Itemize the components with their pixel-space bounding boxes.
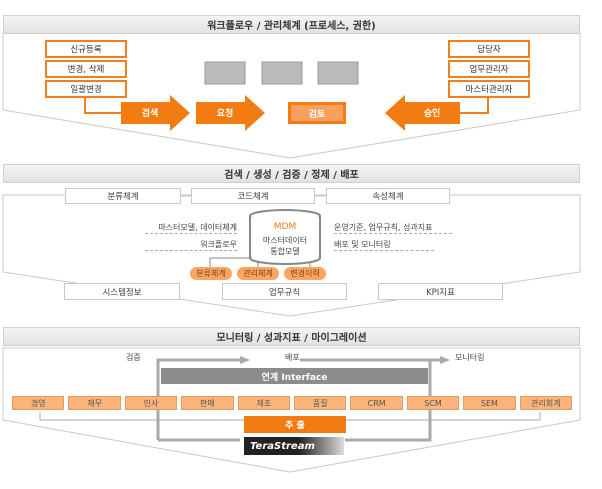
top-box: 속성체계 [326,188,450,204]
right-box: 담당자 [448,40,530,58]
step-search: 검색 [141,109,159,119]
left-note: 마스터모델, 데이터체계 [145,222,237,234]
left-box: 변경, 삭제 [45,60,127,78]
system-box: 경영 [12,396,65,410]
system-box: 품질 [294,396,347,410]
step-request: 요청 [216,109,234,119]
system-box: 관리회계 [519,396,573,410]
terastream-logo: TeraStream [244,437,344,455]
top-box: 코드체계 [191,188,315,204]
bottom-box: 업무규칙 [222,283,347,300]
left-connector [84,97,121,114]
system-box: SEM [463,396,516,410]
pill: 관리체계 [237,267,279,280]
system-box: SCM [406,396,460,410]
interface-bar: 연계 Interface [161,368,428,384]
top-box: 분류체계 [65,188,181,204]
arrow-approve [385,95,460,131]
step-approve: 승인 [423,109,441,119]
pill: 변경이력 [284,267,326,280]
system-box: 판매 [181,396,234,410]
system-box: 제조 [237,396,291,410]
section2-title: 검색 / 생성 / 검증 / 정제 / 배포 [3,164,580,183]
db-label: MDM [273,222,297,232]
right-note: 배포 및 모니터링 [334,239,434,251]
section1-title: 워크플로우 / 관리체계 (프로세스, 권한) [3,15,580,34]
right-box: 업무관리자 [448,60,530,78]
arrow-search [121,95,190,131]
system-box: CRM [350,396,403,410]
bottom-box: KPI지표 [378,283,503,300]
db-cylinder [249,209,321,265]
flow-deploy: 배포 [285,353,300,362]
db-text: 마스터데이터 [262,236,308,245]
desk-icon [204,61,246,85]
frame-lines [156,358,440,442]
section3-outline [2,347,581,473]
section3-title: 모니터링 / 성과지표 / 마이그레이션 [3,327,580,346]
desk-icon [317,61,359,85]
desk-icons [204,61,359,85]
left-box: 일괄변경 [45,80,127,98]
pill: 분류체계 [190,267,232,280]
left-box: 신규등록 [45,40,127,58]
flow-verify: 검증 [126,353,141,362]
desk-icon [261,61,303,85]
system-box: 인사 [124,396,178,410]
flow-monitor: 모니터링 [455,353,485,362]
bottom-box: 시스템정보 [64,283,180,300]
left-note: 워크플로우 [145,239,237,251]
right-connector [460,97,489,114]
step-review: 검토 [288,102,346,124]
db-text: 통합모델 [270,247,300,256]
right-note: 운영기준, 업무규칙, 성과지표 [334,222,452,234]
extract-box: 추 출 [244,416,346,433]
arrow-request [196,95,265,131]
system-box: 재무 [68,396,121,410]
right-box: 마스터관리자 [448,80,530,98]
